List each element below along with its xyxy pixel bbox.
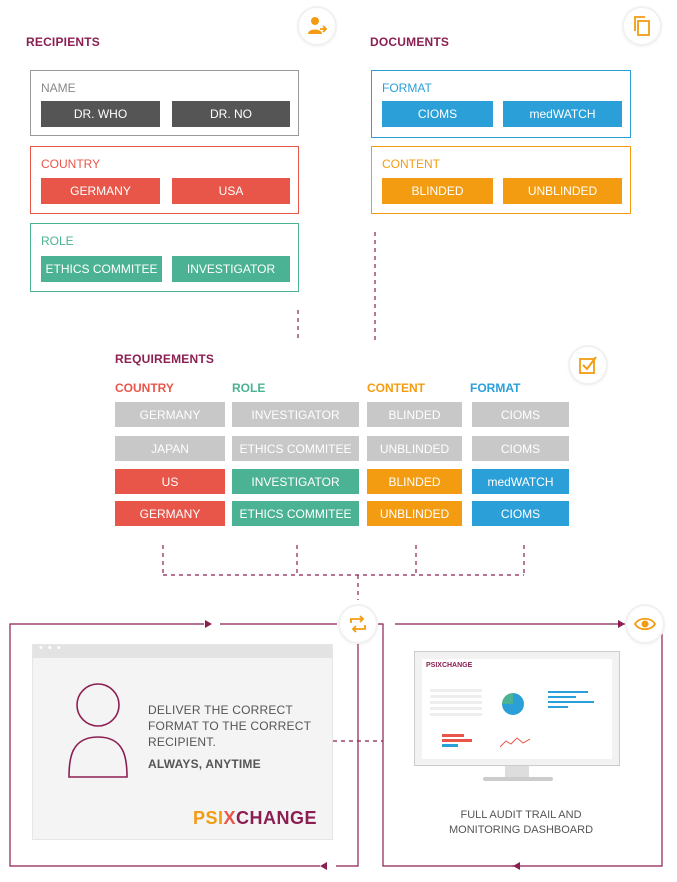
req-cell-format: CIOMS bbox=[472, 436, 569, 461]
req-cell-country: GERMANY bbox=[115, 402, 225, 427]
checkbox-icon bbox=[570, 347, 606, 383]
req-cell-country: US bbox=[115, 469, 225, 494]
caption-line-1: FULL AUDIT TRAIL AND bbox=[460, 809, 582, 821]
country-group: COUNTRY GERMANY USA bbox=[30, 146, 299, 214]
role-label: ROLE bbox=[41, 234, 74, 248]
chip-ethics-commitee[interactable]: ETHICS COMMITEE bbox=[41, 256, 162, 282]
req-cell-role: INVESTIGATOR bbox=[232, 469, 359, 494]
window-dots: • • • bbox=[39, 642, 62, 654]
req-cell-country: GERMANY bbox=[115, 501, 225, 526]
req-cell-content: BLINDED bbox=[367, 402, 462, 427]
chip-medwatch[interactable]: medWATCH bbox=[503, 101, 622, 127]
psixchange-logo: PSIXCHANGE bbox=[193, 808, 317, 829]
chip-germany[interactable]: GERMANY bbox=[41, 178, 160, 204]
req-cell-format: medWATCH bbox=[472, 469, 569, 494]
person-icon bbox=[68, 683, 128, 778]
chip-blinded[interactable]: BLINDED bbox=[382, 178, 493, 204]
col-header-content: CONTENT bbox=[367, 381, 425, 395]
monitor-screen: PSIXCHANGE bbox=[422, 659, 612, 759]
delivery-emphasis: ALWAYS, ANYTIME bbox=[148, 757, 261, 771]
monitoring-caption: FULL AUDIT TRAIL AND MONITORING DASHBOAR… bbox=[436, 808, 606, 838]
req-cell-country: JAPAN bbox=[115, 436, 225, 461]
panel-titlebar: • • • bbox=[33, 642, 332, 658]
logo-x: X bbox=[223, 808, 237, 828]
name-label: NAME bbox=[41, 81, 76, 95]
caption-line-2: MONITORING DASHBOARD bbox=[448, 824, 594, 836]
req-cell-role: ETHICS COMMITEE bbox=[232, 501, 359, 526]
delivery-line-2: FORMAT TO THE CORRECT bbox=[148, 719, 312, 733]
monitor-stand bbox=[505, 766, 529, 778]
delivery-panel: • • • DELIVER THE CORRECT FORMAT TO THE … bbox=[33, 642, 332, 839]
recipients-title: RECIPIENTS bbox=[26, 35, 101, 49]
documents-title: DOCUMENTS bbox=[370, 35, 450, 49]
role-group: ROLE ETHICS COMMITEE INVESTIGATOR bbox=[30, 223, 299, 292]
format-label: FORMAT bbox=[382, 81, 432, 95]
dashboard-bars bbox=[548, 691, 594, 708]
req-cell-content: UNBLINDED bbox=[367, 501, 462, 526]
format-group: FORMAT CIOMS medWATCH bbox=[371, 70, 631, 138]
col-header-format: FORMAT bbox=[470, 381, 521, 395]
country-label: COUNTRY bbox=[41, 157, 101, 171]
chip-dr-no[interactable]: DR. NO bbox=[172, 101, 290, 127]
sync-icon bbox=[340, 606, 376, 642]
dashboard-hbars bbox=[442, 734, 472, 747]
req-cell-format: CIOMS bbox=[472, 402, 569, 427]
monitor: PSIXCHANGE bbox=[414, 651, 620, 766]
req-cell-content: BLINDED bbox=[367, 469, 462, 494]
dashboard-logo: PSIXCHANGE bbox=[426, 662, 473, 669]
content-label: CONTENT bbox=[382, 157, 440, 171]
logo-change: CHANGE bbox=[236, 808, 318, 828]
dashboard-line-chart bbox=[500, 737, 530, 748]
content-group: CONTENT BLINDED UNBLINDED bbox=[371, 146, 631, 214]
req-cell-content: UNBLINDED bbox=[367, 436, 462, 461]
delivery-line-1: DELIVER THE CORRECT bbox=[148, 703, 293, 717]
user-transfer-icon bbox=[299, 8, 335, 44]
col-header-role: ROLE bbox=[232, 381, 266, 395]
req-cell-format: CIOMS bbox=[472, 501, 569, 526]
logo-psi: PSI bbox=[193, 808, 224, 828]
eye-icon bbox=[627, 606, 663, 642]
chip-unblinded[interactable]: UNBLINDED bbox=[503, 178, 622, 204]
chip-cioms[interactable]: CIOMS bbox=[382, 101, 493, 127]
chip-investigator[interactable]: INVESTIGATOR bbox=[172, 256, 290, 282]
chip-usa[interactable]: USA bbox=[172, 178, 290, 204]
delivery-message: DELIVER THE CORRECT FORMAT TO THE CORREC… bbox=[148, 702, 311, 772]
requirements-title: REQUIREMENTS bbox=[115, 352, 215, 366]
chip-dr-who[interactable]: DR. WHO bbox=[41, 101, 160, 127]
dashboard-table bbox=[430, 689, 482, 717]
delivery-line-3: RECIPIENT. bbox=[148, 735, 217, 749]
col-header-country: COUNTRY bbox=[115, 381, 174, 395]
req-cell-role: ETHICS COMMITEE bbox=[232, 436, 359, 461]
dashboard-pie bbox=[502, 693, 524, 715]
name-group: NAME DR. WHO DR. NO bbox=[30, 70, 299, 136]
req-cell-role: INVESTIGATOR bbox=[232, 402, 359, 427]
documents-icon bbox=[624, 8, 660, 44]
monitor-base bbox=[483, 777, 553, 781]
